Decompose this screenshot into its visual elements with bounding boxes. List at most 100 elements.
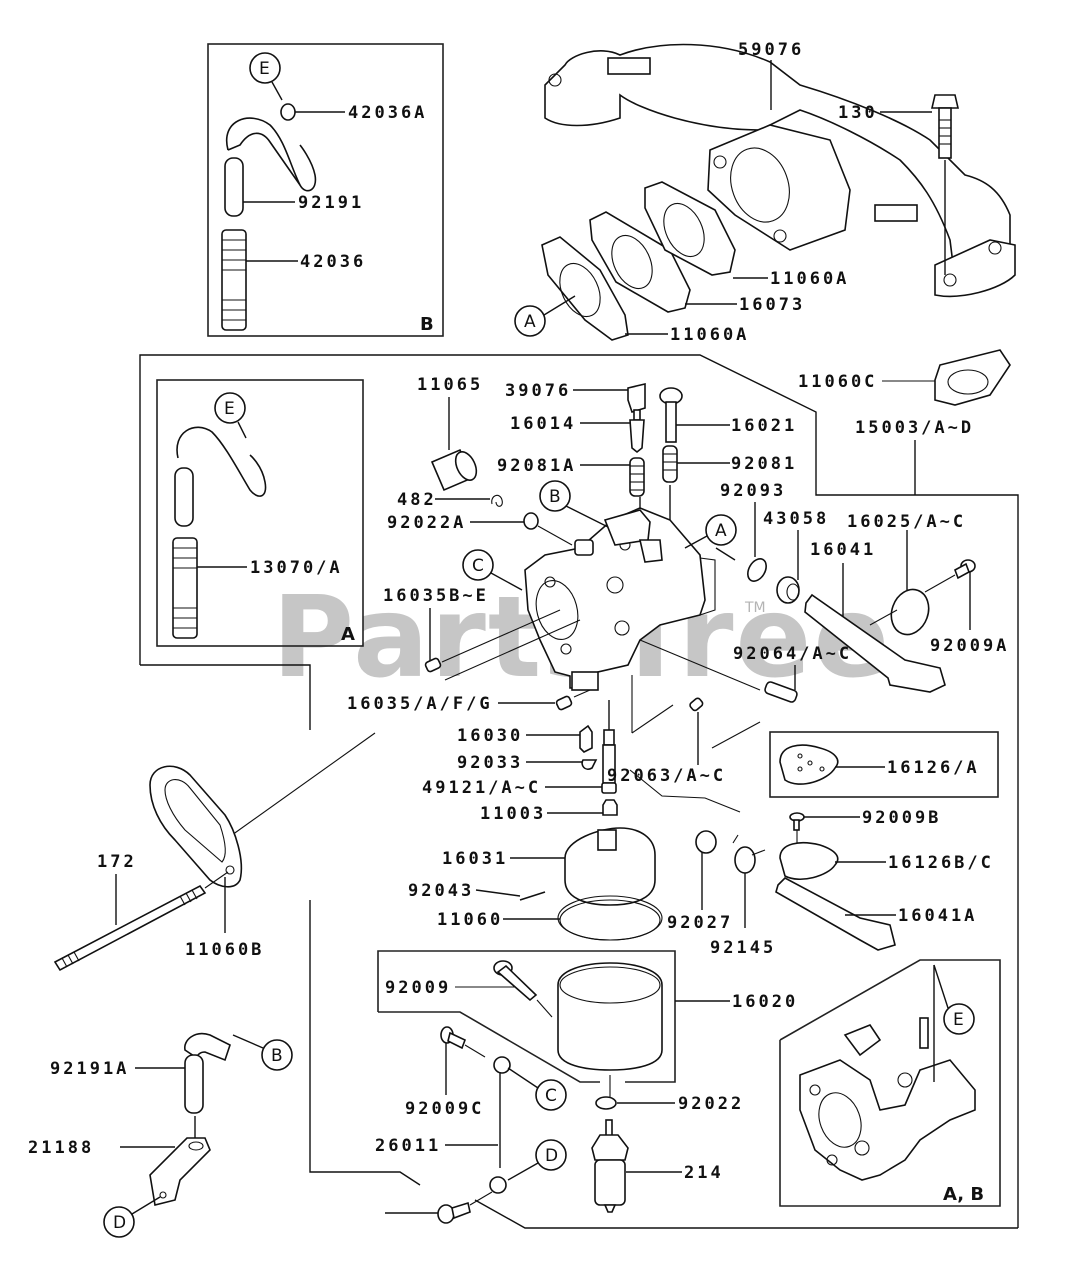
part-label-43058[interactable]: 43058 bbox=[763, 509, 829, 529]
part-label-13070[interactable]: 13070/A bbox=[250, 558, 343, 578]
part-16041-shaft bbox=[804, 593, 946, 693]
part-92043 bbox=[519, 891, 546, 901]
part-label-92191[interactable]: 92191 bbox=[298, 193, 364, 213]
part-92093 bbox=[747, 558, 767, 582]
svg-text:E: E bbox=[224, 399, 235, 419]
part-label-92081A[interactable]: 92081A bbox=[497, 456, 576, 476]
part-label-92009A[interactable]: 92009A bbox=[930, 636, 1009, 656]
ref-marker-e-box-ab: E bbox=[943, 1003, 975, 1035]
part-16041A bbox=[775, 877, 896, 951]
svg-text:E: E bbox=[259, 59, 270, 79]
part-label-42036[interactable]: 42036 bbox=[300, 252, 366, 272]
ref-marker-b-lower: B bbox=[232, 1034, 293, 1071]
gasket-11060C bbox=[934, 349, 1011, 406]
part-label-59076[interactable]: 59076 bbox=[738, 40, 804, 60]
part-label-16031[interactable]: 16031 bbox=[442, 849, 508, 869]
part-214-screw bbox=[437, 1201, 471, 1224]
part-label-16126BC[interactable]: 16126B/C bbox=[888, 853, 994, 873]
part-92022A bbox=[523, 512, 539, 530]
inset-box-ab: A, B bbox=[779, 959, 1001, 1207]
part-label-16073[interactable]: 16073 bbox=[739, 295, 805, 315]
part-label-92009B[interactable]: 92009B bbox=[862, 808, 941, 828]
part-label-16030[interactable]: 16030 bbox=[457, 726, 523, 746]
ref-marker-d-mid: D bbox=[507, 1139, 567, 1181]
ref-marker-d-lower: D bbox=[103, 1196, 161, 1238]
ref-marker-e-inset-a: E bbox=[214, 392, 247, 439]
part-16126BC bbox=[779, 842, 839, 881]
part-label-130[interactable]: 130 bbox=[838, 103, 878, 123]
part-92063 bbox=[689, 697, 704, 712]
part-label-11051[interactable]: 21188 bbox=[28, 1138, 94, 1158]
part-label-26011[interactable]: 26011 bbox=[375, 1136, 441, 1156]
part-label-11060B[interactable]: 11060B bbox=[185, 940, 264, 960]
watermark-trademark: TM bbox=[744, 600, 766, 616]
part-label-16021[interactable]: 16021 bbox=[731, 416, 797, 436]
part-label-49121[interactable]: 49121/A~C bbox=[422, 778, 541, 798]
part-92009B bbox=[789, 812, 805, 831]
part-label-92064[interactable]: 92064/A~C bbox=[733, 644, 852, 664]
part-16031-float bbox=[557, 827, 663, 941]
part-label-92191A[interactable]: 92191A bbox=[50, 1059, 129, 1079]
part-label-11065[interactable]: 11065 bbox=[417, 375, 483, 395]
inset-box-16020 bbox=[377, 950, 676, 1097]
part-92191A-hose bbox=[184, 1032, 231, 1114]
part-label-16025[interactable]: 16025/A~C bbox=[847, 512, 966, 532]
part-label-92009[interactable]: 92009 bbox=[385, 978, 451, 998]
part-label-11060A-2[interactable]: 11060A bbox=[670, 325, 749, 345]
part-16030 bbox=[579, 724, 593, 753]
part-label-11003[interactable]: 11003 bbox=[480, 804, 546, 824]
part-label-16035AFG[interactable]: 16035/A/F/G bbox=[347, 694, 493, 714]
part-16025 bbox=[890, 588, 930, 636]
part-92009A bbox=[954, 559, 976, 580]
part-label-39076[interactable]: 39076 bbox=[505, 381, 571, 401]
part-label-92081[interactable]: 92081 bbox=[731, 454, 797, 474]
part-label-92022[interactable]: 92022 bbox=[678, 1094, 744, 1114]
part-label-16020[interactable]: 16020 bbox=[732, 992, 798, 1012]
part-label-21188[interactable]: 214 bbox=[684, 1163, 724, 1183]
part-92009 bbox=[493, 960, 538, 1002]
part-label-92145[interactable]: 92145 bbox=[710, 938, 776, 958]
part-26011-rod bbox=[489, 1056, 511, 1194]
inset-box-ab-label: A, B bbox=[943, 1184, 984, 1205]
part-label-92009C[interactable]: 92009C bbox=[405, 1099, 484, 1119]
part-92145-spring bbox=[732, 834, 766, 874]
ref-marker-c-lower: C bbox=[507, 1067, 567, 1111]
part-label-92027[interactable]: 92027 bbox=[667, 913, 733, 933]
svg-text:B: B bbox=[271, 1046, 283, 1066]
part-label-92093[interactable]: 92093 bbox=[720, 481, 786, 501]
part-49121 bbox=[601, 782, 617, 794]
part-label-11060A-1[interactable]: 11060A bbox=[770, 269, 849, 289]
part-label-42036A[interactable]: 42036A bbox=[348, 103, 427, 123]
spring-92081A bbox=[629, 457, 645, 497]
inset-box-b-label: B bbox=[420, 314, 434, 335]
part-172-stud bbox=[53, 884, 207, 972]
part-11051-bracket bbox=[149, 1137, 211, 1206]
part-label-11060[interactable]: 11060 bbox=[437, 910, 503, 930]
part-label-16014[interactable]: 16014 bbox=[510, 414, 576, 434]
part-label-92063[interactable]: 92063/A~C bbox=[607, 766, 726, 786]
part-label-11060C[interactable]: 11060C bbox=[798, 372, 877, 392]
part-11060B-gasket bbox=[149, 765, 243, 888]
part-label-92033[interactable]: 92033 bbox=[457, 753, 523, 773]
part-label-92043[interactable]: 92043 bbox=[408, 881, 474, 901]
part-label-92022A[interactable]: 92022A bbox=[387, 513, 466, 533]
manifold-gaskets bbox=[541, 181, 736, 341]
part-label-16035B-E[interactable]: 16035B~E bbox=[383, 586, 489, 606]
svg-text:A: A bbox=[524, 312, 536, 332]
part-16035B-E bbox=[424, 657, 442, 673]
part-92064 bbox=[764, 681, 798, 703]
part-label-482[interactable]: 482 bbox=[397, 490, 437, 510]
ref-marker-a-body: A bbox=[684, 514, 737, 549]
ref-marker-b-body: B bbox=[539, 480, 609, 528]
part-16014 bbox=[629, 409, 645, 454]
part-label-16041A[interactable]: 16041A bbox=[898, 906, 977, 926]
part-label-16041[interactable]: 16041 bbox=[810, 540, 876, 560]
part-label-16126A[interactable]: 16126/A bbox=[887, 758, 980, 778]
ref-marker-c-body: C bbox=[462, 549, 523, 591]
part-emulsion-tube bbox=[602, 700, 616, 784]
part-43058 bbox=[776, 576, 800, 604]
part-label-172[interactable]: 172 bbox=[97, 852, 137, 872]
part-16021 bbox=[659, 387, 683, 443]
part-label-15003[interactable]: 15003/A~D bbox=[855, 418, 974, 438]
